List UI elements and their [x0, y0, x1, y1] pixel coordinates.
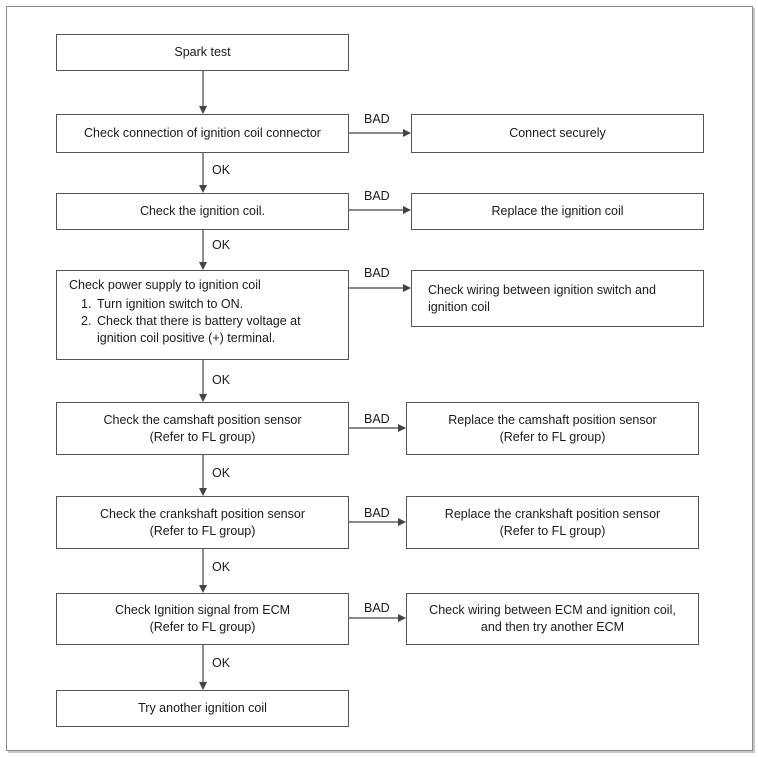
ok-label: OK	[212, 373, 231, 387]
bad-label: BAD	[364, 506, 390, 520]
step-final-text: Try another ignition coil	[138, 701, 267, 715]
power-substep: ignition coil positive (+) terminal.	[97, 331, 276, 345]
step-spark-test-text: Spark test	[174, 45, 231, 59]
bad-replace-crankshaft-ref: (Refer to FL group)	[499, 523, 606, 538]
step-check-power: Check power supply to ignition coil 1.Tu…	[56, 270, 349, 360]
bad-check-wiring-ecm: Check wiring between ECM and ignition co…	[406, 593, 699, 645]
ok-label: OK	[212, 238, 231, 252]
bad-replace-crankshaft: Replace the crankshaft position sensor (…	[406, 496, 699, 549]
step-check-camshaft-text: Check the camshaft position sensor	[103, 412, 302, 427]
bad-replace-camshaft-text: Replace the camshaft position sensor	[448, 412, 657, 427]
bad-replace-coil: Replace the ignition coil	[411, 193, 704, 230]
bad-replace-camshaft: Replace the camshaft position sensor (Re…	[406, 402, 699, 455]
step-spark-test: Spark test	[56, 34, 349, 71]
step-check-power-text: Check power supply to ignition coil	[69, 278, 261, 292]
bad-label: BAD	[364, 412, 390, 426]
step-check-ecm: Check Ignition signal from ECM (Refer to…	[56, 593, 349, 645]
step-check-camshaft-ref: (Refer to FL group)	[149, 429, 256, 444]
step-check-connector-text: Check connection of ignition coil connec…	[84, 126, 321, 140]
step-check-crankshaft-ref: (Refer to FL group)	[149, 523, 256, 538]
bad-check-wiring-switch: Check wiring between ignition switch and…	[411, 270, 704, 327]
step-check-crankshaft: Check the crankshaft position sensor (Re…	[56, 496, 349, 549]
power-substep: 2.Check that there is battery voltage at	[81, 314, 301, 328]
bad-replace-crankshaft-text: Replace the crankshaft position sensor	[444, 506, 661, 521]
power-substep-list: 1.Turn ignition switch to ON. 2.Check th…	[69, 296, 301, 347]
step-final: Try another ignition coil	[56, 690, 349, 727]
bad-check-wiring-ecm-text: Check wiring between ECM and ignition co…	[429, 603, 676, 617]
bad-replace-camshaft-ref: (Refer to FL group)	[499, 429, 606, 444]
bad-replace-coil-text: Replace the ignition coil	[491, 204, 624, 218]
bad-label: BAD	[364, 112, 390, 126]
bad-connect-securely-text: Connect securely	[509, 126, 606, 140]
bad-connect-securely: Connect securely	[411, 114, 704, 153]
step-check-connector: Check connection of ignition coil connec…	[56, 114, 349, 153]
step-check-camshaft: Check the camshaft position sensor (Refe…	[56, 402, 349, 455]
step-check-crankshaft-text: Check the crankshaft position sensor	[100, 506, 305, 521]
power-substep: 1.Turn ignition switch to ON.	[81, 297, 244, 311]
step-check-coil-text: Check the ignition coil.	[139, 204, 266, 218]
bad-check-wiring-ecm-text-2: and then try another ECM	[480, 620, 625, 634]
step-check-ecm-ref: (Refer to FL group)	[149, 620, 256, 634]
ok-label: OK	[212, 656, 231, 670]
step-check-ecm-text: Check Ignition signal from ECM	[114, 603, 291, 617]
ok-label: OK	[212, 466, 231, 480]
step-check-coil: Check the ignition coil.	[56, 193, 349, 230]
ok-label: OK	[212, 163, 231, 177]
bad-check-wiring-switch-text: Check wiring between ignition switch and…	[428, 282, 656, 314]
bad-label: BAD	[364, 266, 390, 280]
bad-label: BAD	[364, 601, 390, 615]
ok-label: OK	[212, 560, 231, 574]
bad-label: BAD	[364, 189, 390, 203]
